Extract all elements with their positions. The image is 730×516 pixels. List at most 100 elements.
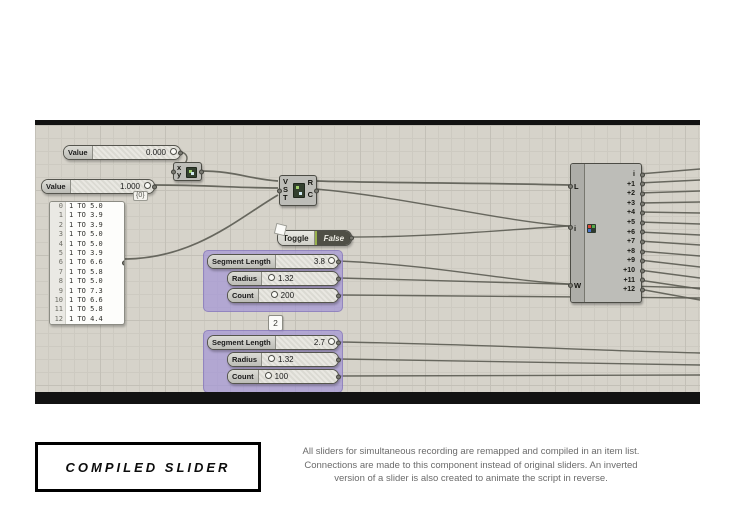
segment-length-slider-2[interactable]: Segment Length 2.7 xyxy=(207,335,341,350)
description-line: All sliders for simultaneous recording a… xyxy=(302,446,640,457)
slider-name-label: Count xyxy=(228,370,259,383)
slider-grip[interactable] xyxy=(328,257,335,264)
slider-grip[interactable] xyxy=(170,148,177,155)
grasshopper-canvas[interactable]: Value 0.000 Value 1.000 x y {0} xyxy=(35,125,700,392)
slider-grip[interactable] xyxy=(144,182,151,189)
slider-name-label: Value xyxy=(42,180,71,193)
output-nub xyxy=(336,276,341,281)
count-slider-2[interactable]: Count 100 xyxy=(227,369,341,384)
output-7: +7 xyxy=(601,237,645,247)
slider-value: 1.000 xyxy=(119,181,140,191)
output-9: +9 xyxy=(601,256,645,266)
value-slider-1[interactable]: Value 1.000 xyxy=(41,179,157,194)
slider-value: 100 xyxy=(274,371,289,381)
input-v: V xyxy=(283,177,289,186)
radius-slider-1[interactable]: Radius 1.32 xyxy=(227,271,341,286)
slider-track[interactable]: 0.000 xyxy=(92,146,180,159)
wires-layer xyxy=(123,151,700,377)
input-nub-l xyxy=(568,184,573,189)
remap-component[interactable]: V S T R C xyxy=(277,175,319,206)
output-nub xyxy=(640,277,645,283)
slider-track[interactable]: 200 xyxy=(258,289,338,302)
output-nub xyxy=(336,293,341,298)
slider-name-label: Count xyxy=(228,289,259,302)
expression-component[interactable]: x y xyxy=(171,162,204,181)
slider-grip[interactable] xyxy=(264,372,272,379)
slider-track[interactable]: 100 xyxy=(258,370,338,383)
output-nub xyxy=(349,235,355,241)
output-nub xyxy=(336,357,341,362)
slider-value: 200 xyxy=(280,290,295,300)
output-1: +1 xyxy=(601,180,645,190)
input-l: L xyxy=(574,182,579,191)
output-nub xyxy=(640,201,645,207)
input-nub xyxy=(277,188,282,193)
slider-value: 1.32 xyxy=(278,354,294,364)
output-nub xyxy=(640,210,645,216)
slider-grip[interactable] xyxy=(328,338,335,345)
count-slider-1[interactable]: Count 200 xyxy=(227,288,341,303)
output-nub xyxy=(199,169,204,174)
output-nub xyxy=(640,258,645,264)
slider-name-label: Radius xyxy=(228,272,263,285)
caption-title: COMPILED SLIDER xyxy=(65,459,231,475)
slider-value: 0.000 xyxy=(145,147,166,157)
output-nub xyxy=(336,340,341,345)
group-2-tag[interactable]: 2 xyxy=(268,315,283,331)
grasshopper-canvas-frame: Value 0.000 Value 1.000 x y {0} xyxy=(35,120,700,404)
input-nub-w xyxy=(568,283,573,288)
output-12: +12 xyxy=(601,285,645,295)
radius-slider-2[interactable]: Radius 1.32 xyxy=(227,352,341,367)
slider-track[interactable]: 1.32 xyxy=(262,353,338,366)
output-nub xyxy=(640,191,645,197)
slider-grip[interactable] xyxy=(268,355,276,362)
output-nub xyxy=(640,229,645,235)
description-text: All sliders for simultaneous recording a… xyxy=(282,445,660,486)
input-s: S xyxy=(283,185,289,194)
slider-grip[interactable] xyxy=(270,291,278,298)
output-c: C xyxy=(307,190,313,199)
slider-grip[interactable] xyxy=(268,274,276,281)
output-6: +6 xyxy=(601,228,645,238)
output-nub xyxy=(314,188,319,193)
slider-value: 1.32 xyxy=(278,273,294,283)
output-r: R xyxy=(307,178,313,187)
slider-track[interactable]: 3.8 xyxy=(275,255,338,268)
input-nub-i xyxy=(568,225,573,230)
list-item-icon xyxy=(587,224,596,233)
value-slider-0[interactable]: Value 0.000 xyxy=(63,145,183,160)
slider-value: 3.8 xyxy=(313,256,325,266)
caption-box: COMPILED SLIDER xyxy=(35,442,261,492)
boolean-toggle[interactable]: Toggle False xyxy=(273,222,355,246)
group-2-tag-label: 2 xyxy=(273,318,278,328)
expression-icon xyxy=(186,167,197,178)
compiled-slider-component[interactable]: L i W i +1 +2 +3 +4 +5 +6 +7 +8 +9 +10 +… xyxy=(568,163,645,303)
input-y: y xyxy=(177,170,182,179)
output-4: +4 xyxy=(601,208,645,218)
slider-name-label: Segment Length xyxy=(208,336,276,349)
output-nub xyxy=(640,268,645,274)
slider-track[interactable]: 1.000 xyxy=(70,180,154,193)
slider-track[interactable]: 2.7 xyxy=(275,336,338,349)
output-nub xyxy=(640,181,645,187)
output-2: +2 xyxy=(601,189,645,199)
remap-icon xyxy=(293,183,305,198)
slider-name-label: Segment Length xyxy=(208,255,276,268)
output-nub xyxy=(336,259,341,264)
toggle-value[interactable]: False xyxy=(314,231,352,245)
segment-length-slider-1[interactable]: Segment Length 3.8 xyxy=(207,254,341,269)
output-nub xyxy=(640,220,645,226)
slider-value: 2.7 xyxy=(313,337,325,347)
input-i: i xyxy=(574,224,577,233)
slider-track[interactable]: 1.32 xyxy=(262,272,338,285)
input-t: T xyxy=(283,193,288,202)
